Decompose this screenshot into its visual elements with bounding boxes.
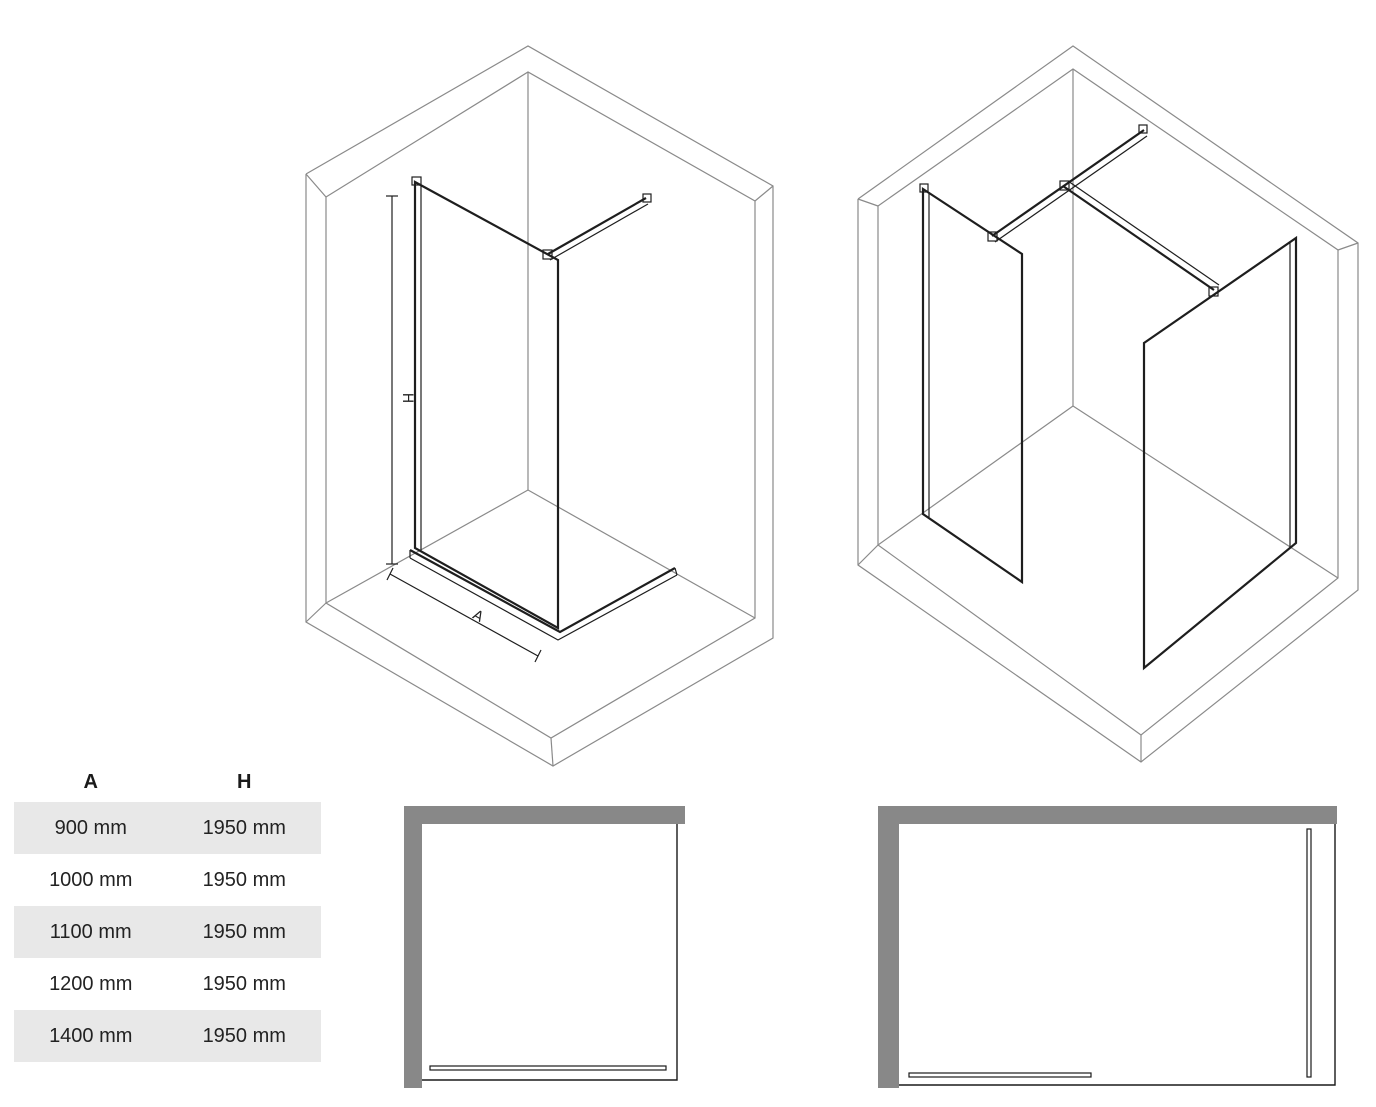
plan-back-wall xyxy=(404,806,685,824)
width-value: 1200 mm xyxy=(49,972,133,995)
height-value: 1950 mm xyxy=(202,1024,286,1047)
glass-panel-right xyxy=(1142,235,1298,671)
width-value: 1000 mm xyxy=(49,868,133,891)
column-header-a: A xyxy=(83,770,98,793)
iso-view-single-panel: H A xyxy=(305,45,774,767)
width-value: 1400 mm xyxy=(49,1024,133,1047)
size-table: A H 900 mm 1950 mm 1000 mm 1950 mm 1100 … xyxy=(14,762,321,1062)
glass-panel-left xyxy=(921,186,1024,585)
table-row: 1200 mm 1950 mm xyxy=(14,958,321,1010)
iso-view-double-panel xyxy=(857,45,1359,763)
plan-glass-panel-front xyxy=(908,1072,1092,1078)
table-row: 1100 mm 1950 mm xyxy=(14,906,321,958)
plan-back-wall-2 xyxy=(878,806,1337,824)
width-value: 1100 mm xyxy=(49,920,132,943)
table-row: 900 mm 1950 mm xyxy=(14,802,321,854)
glass-panel xyxy=(413,180,560,630)
height-value: 1950 mm xyxy=(202,816,286,839)
plan-side-wall-2 xyxy=(878,806,899,1088)
height-value: 1950 mm xyxy=(202,920,286,943)
table-row: 1400 mm 1950 mm xyxy=(14,1010,321,1062)
plan-view-single-panel xyxy=(404,806,685,1088)
width-label: A xyxy=(470,607,487,626)
height-value: 1950 mm xyxy=(202,972,286,995)
column-header-h: H xyxy=(237,770,252,793)
height-value: 1950 mm xyxy=(202,868,286,891)
width-value: 900 mm xyxy=(54,816,127,839)
height-label: H xyxy=(399,393,415,404)
width-dimension-line xyxy=(389,573,539,657)
plan-view-double-panel xyxy=(878,806,1337,1088)
support-arm-back xyxy=(991,129,1145,237)
size-table-header: A H xyxy=(14,762,321,802)
support-arm-cross xyxy=(1062,185,1215,291)
plan-glass-panel xyxy=(429,1065,667,1071)
plan-side-wall xyxy=(404,806,422,1088)
support-arm xyxy=(547,197,647,255)
plan-glass-panel-side xyxy=(1306,828,1312,1078)
table-row: 1000 mm 1950 mm xyxy=(14,854,321,906)
